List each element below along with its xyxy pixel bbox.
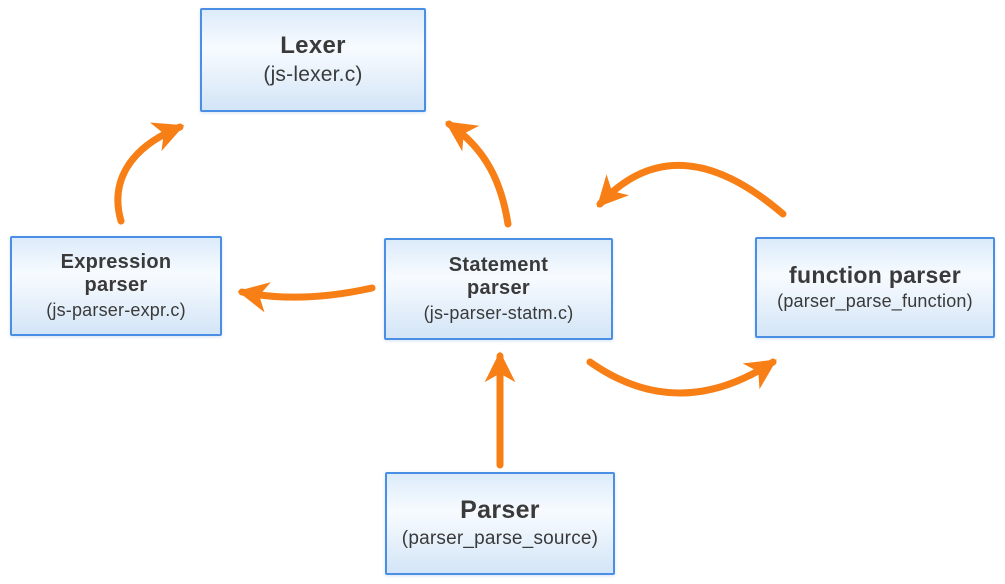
node-expression-parser: Expression parser (js-parser-expr.c) (10, 236, 222, 336)
node-lexer-subtitle: (js-lexer.c) (263, 62, 363, 86)
node-statement-parser-subtitle: (js-parser-statm.c) (423, 302, 574, 323)
node-expression-parser-subtitle: (js-parser-expr.c) (46, 299, 186, 320)
node-parser: Parser (parser_parse_source) (385, 472, 615, 575)
node-statement-parser-title: Statement parser (448, 253, 549, 299)
node-parser-subtitle: (parser_parse_source) (401, 528, 599, 549)
node-parser-title: Parser (460, 496, 540, 525)
node-expression-parser-title: Expression parser (60, 250, 172, 296)
node-lexer: Lexer (js-lexer.c) (200, 8, 426, 112)
node-function-parser: function parser (parser_parse_function) (755, 237, 995, 338)
node-function-parser-title: function parser (789, 262, 961, 289)
arrow-statement-parser-to-expression-parser (237, 282, 376, 313)
arrow-statement-parser-to-function-parser (586, 358, 777, 397)
node-lexer-title: Lexer (280, 32, 346, 60)
arrow-expression-parser-to-lexer (114, 122, 185, 225)
node-function-parser-subtitle: (parser_parse_function) (777, 291, 973, 312)
arrow-function-parser-to-statement-parser (596, 162, 787, 218)
node-statement-parser: Statement parser (js-parser-statm.c) (384, 238, 613, 340)
arrow-statement-parser-to-lexer (445, 120, 512, 228)
